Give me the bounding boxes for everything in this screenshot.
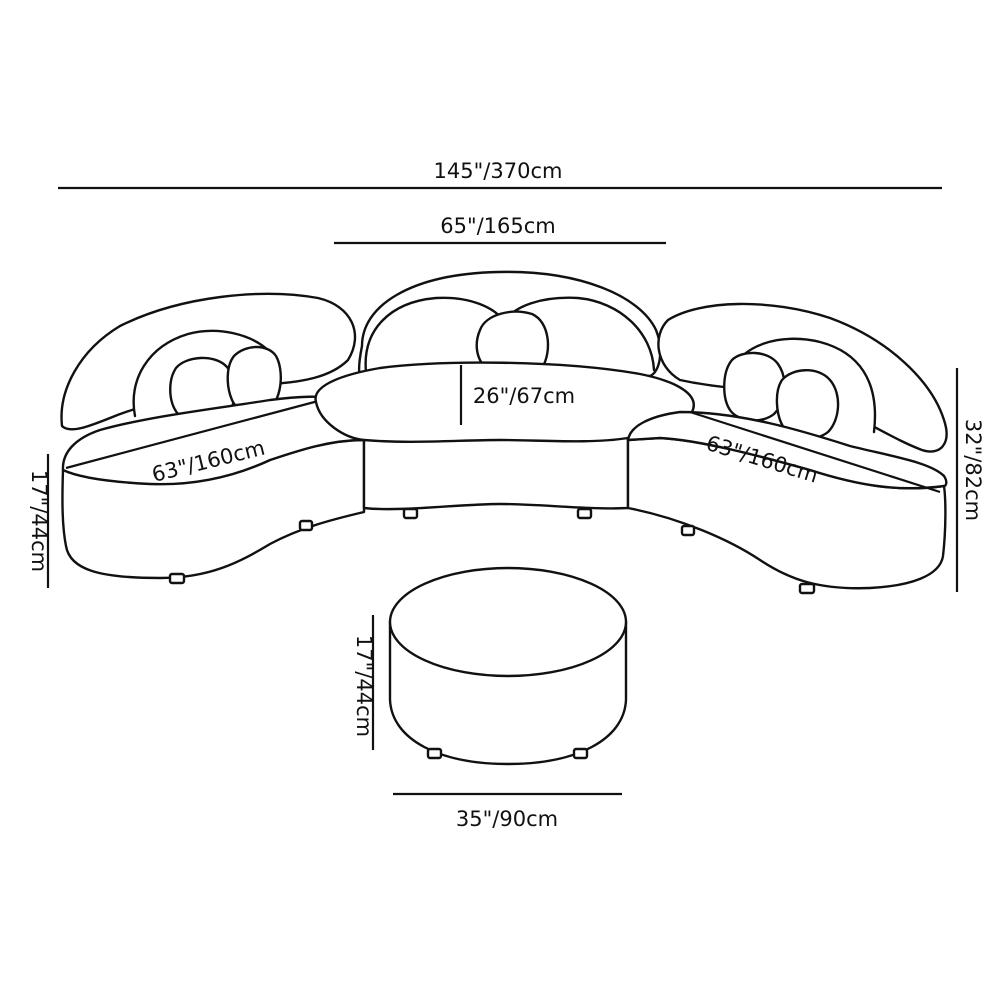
overall-width-label: 145"/370cm <box>434 159 563 183</box>
left-leg-2 <box>298 519 314 532</box>
right-leg-1 <box>680 524 696 537</box>
center-leg-2 <box>576 507 593 520</box>
left-sofa-module <box>60 292 366 585</box>
left-leg-1 <box>168 572 186 585</box>
seat-height-label: 17"/44cm <box>27 470 51 572</box>
center-sofa-module <box>314 270 695 520</box>
ottoman-height-label: 17"/44cm <box>352 635 376 737</box>
right-sofa-module <box>626 302 948 595</box>
ottoman-diameter-label: 35"/90cm <box>456 807 558 831</box>
ottoman-leg-2 <box>572 747 589 760</box>
right-leg-2 <box>798 582 816 595</box>
center-leg-1 <box>402 507 419 520</box>
center-width-label: 65"/165cm <box>440 214 556 238</box>
ottoman-leg-1 <box>426 747 443 760</box>
ottoman <box>388 566 628 766</box>
center-seat-base <box>362 436 630 511</box>
ottoman-top <box>388 566 628 678</box>
right-pillow-1 <box>723 351 786 422</box>
center-depth-label: 26"/67cm <box>473 384 575 408</box>
right-pillow-2 <box>775 369 840 440</box>
total-height-label: 32"/82cm <box>961 419 985 521</box>
